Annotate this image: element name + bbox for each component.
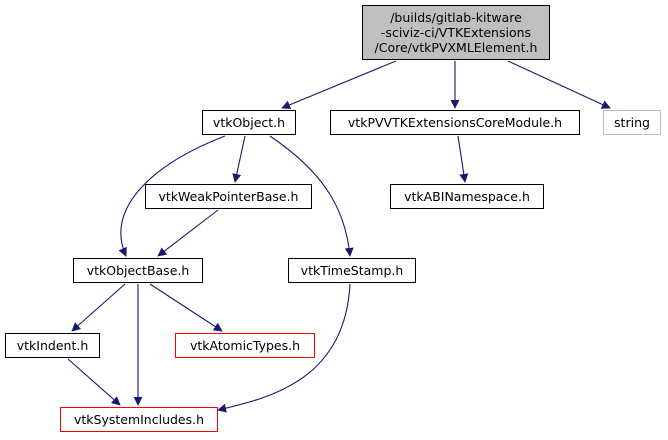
- node-vtkTimeStamp[interactable]: vtkTimeStamp.h: [288, 258, 416, 283]
- edge-vtkObject-to-vtkWeakPointerBase: [232, 135, 246, 183]
- node-vtkPVVTKExtensionsCoreModule[interactable]: vtkPVVTKExtensionsCoreModule.h: [330, 110, 580, 135]
- node-string: string: [603, 110, 661, 135]
- node-vtkPVXMLElement-root: /builds/gitlab-kitware -sciviz-ci/VTKExt…: [362, 5, 550, 60]
- edge-vtkObject-to-vtkObjectBase: [118, 135, 226, 257]
- edge-vtkWeakPointerBase-to-vtkObjectBase: [157, 209, 219, 257]
- root-line-1: /builds/gitlab-kitware: [390, 10, 522, 25]
- edge-vtkObject-to-vtkTimeStamp: [269, 135, 354, 257]
- edge-vtkPVVTKExtensionsCoreModule-to-vtkABINamespace: [457, 135, 469, 183]
- edge-root-to-string: [507, 60, 611, 109]
- node-vtkObjectBase[interactable]: vtkObjectBase.h: [73, 258, 203, 283]
- node-vtkIndent[interactable]: vtkIndent.h: [5, 333, 100, 358]
- edge-vtkTimeStamp-to-vtkSystemIncludes: [217, 283, 351, 413]
- edge-vtkObjectBase-to-vtkAtomicTypes: [149, 283, 223, 332]
- node-vtkABINamespace[interactable]: vtkABINamespace.h: [390, 184, 544, 209]
- edge-vtkObjectBase-to-vtkIndent: [71, 283, 126, 332]
- root-line-2: -sciviz-ci/VTKExtensions: [380, 25, 532, 40]
- edge-vtkIndent-to-vtkSystemIncludes: [67, 358, 121, 406]
- root-line-3: /Core/vtkPVXMLElement.h: [374, 40, 538, 55]
- node-vtkObject[interactable]: vtkObject.h: [202, 110, 296, 135]
- node-vtkAtomicTypes[interactable]: vtkAtomicTypes.h: [175, 333, 315, 358]
- node-vtkWeakPointerBase[interactable]: vtkWeakPointerBase.h: [145, 184, 312, 209]
- node-vtkSystemIncludes[interactable]: vtkSystemIncludes.h: [60, 407, 218, 432]
- edge-root-to-vtkObject: [281, 60, 397, 110]
